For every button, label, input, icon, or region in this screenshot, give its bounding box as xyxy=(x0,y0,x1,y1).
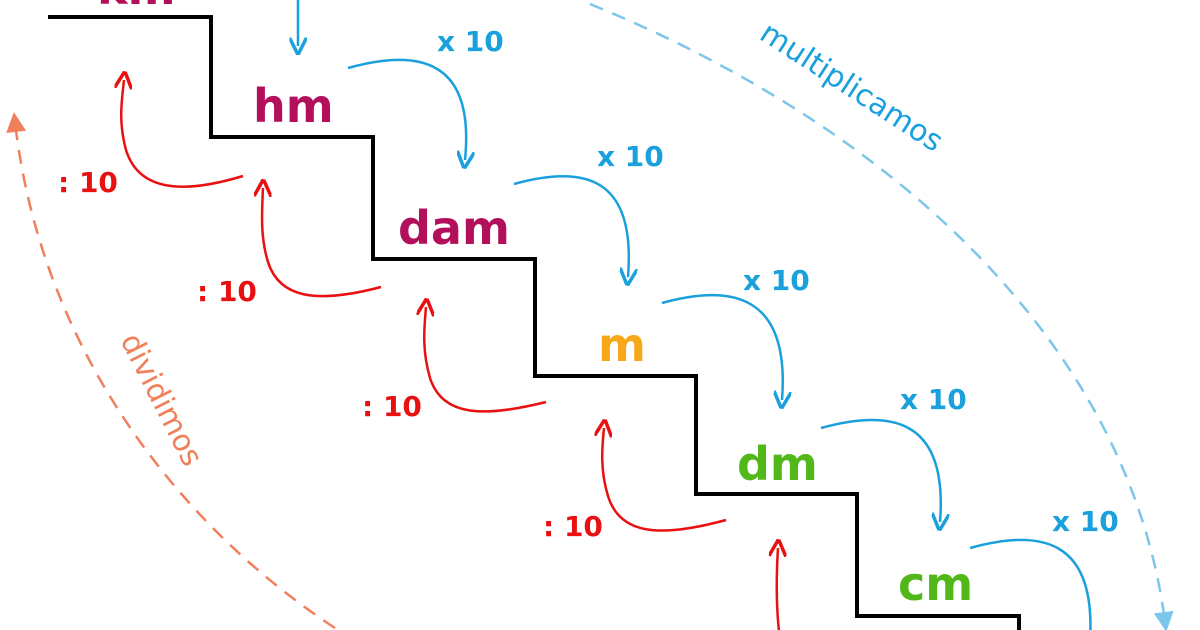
divide-label: : 10 xyxy=(58,166,118,199)
divide-direction-arc xyxy=(6,112,336,630)
unit-label-km: km xyxy=(97,0,176,15)
unit-label-hm: hm xyxy=(253,79,334,133)
multiply-arrow-cm-mm xyxy=(969,538,1092,630)
multiply-side-label: multiplicamos xyxy=(754,15,950,159)
multiply-direction-arc xyxy=(589,2,1174,630)
divide-arrow-dm-m xyxy=(602,428,727,532)
unit-label-dam: dam xyxy=(398,201,510,255)
multiply-label: x 10 xyxy=(597,140,664,173)
multiply-arrow-m-dm xyxy=(661,293,783,400)
unit-label-m: m xyxy=(598,318,646,372)
multiply-arrow-hm-dam xyxy=(347,58,466,160)
multiply-label: x 10 xyxy=(743,264,810,297)
multiply-arrow-dm-cm xyxy=(820,418,941,522)
divide-arrow-hm-km xyxy=(121,80,244,188)
unit-label-dm: dm xyxy=(737,437,818,491)
staircase-line xyxy=(48,15,1021,630)
divide-label: : 10 xyxy=(362,390,422,423)
multiply-label: x 10 xyxy=(437,25,504,58)
divide-side-label: dividimos xyxy=(113,328,210,472)
multiply-label: x 10 xyxy=(1052,505,1119,538)
divide-arrow-dam-hm xyxy=(262,188,382,298)
unit-label-cm: cm xyxy=(898,557,973,611)
divide-arrow-cm-dm xyxy=(777,548,780,630)
multiply-label: x 10 xyxy=(900,383,967,416)
divide-label: : 10 xyxy=(543,510,603,543)
divide-arrow-m-dam xyxy=(424,307,547,413)
divide-label: : 10 xyxy=(197,275,257,308)
multiply-arrow-dam-m xyxy=(513,174,629,277)
